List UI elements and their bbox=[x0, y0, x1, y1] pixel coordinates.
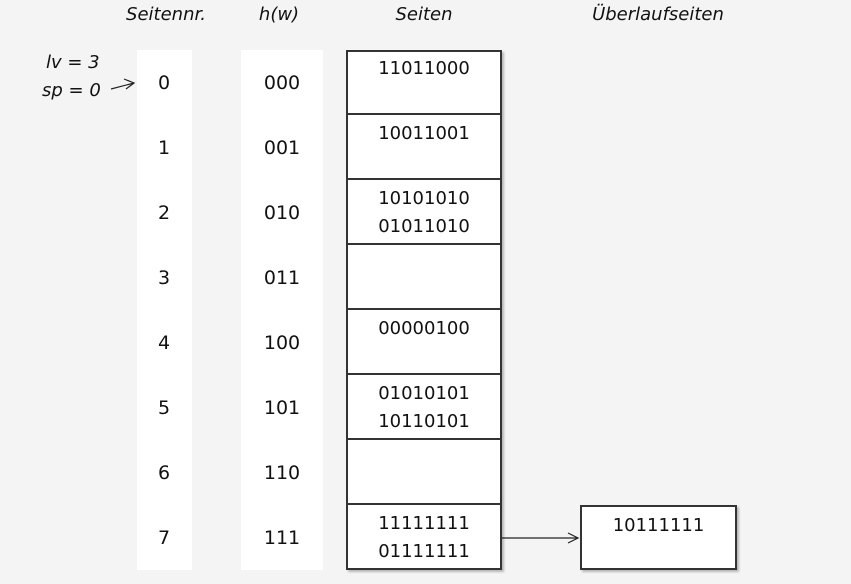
hash-cell: 001 bbox=[263, 136, 301, 159]
page-slot: 00000100 bbox=[348, 310, 500, 375]
level-label: lv = 3 bbox=[46, 52, 100, 73]
header-pages: Seiten bbox=[395, 4, 453, 25]
hash-cell: 100 bbox=[263, 331, 301, 354]
overflow-page: 10111111 bbox=[580, 505, 737, 570]
page-entry: 01011010 bbox=[378, 216, 470, 237]
hash-cell: 111 bbox=[263, 526, 301, 549]
page-slot: 10101010 01011010 bbox=[348, 180, 500, 245]
page-number-cell: 1 bbox=[157, 136, 171, 159]
page-number-cell: 0 bbox=[157, 71, 171, 94]
hash-cell: 011 bbox=[263, 266, 301, 289]
page-entry: 11111111 bbox=[378, 513, 470, 534]
hash-cell: 101 bbox=[263, 396, 301, 419]
page-entry: 10110101 bbox=[378, 411, 470, 432]
page-number-cell: 2 bbox=[157, 201, 171, 224]
page-number-cell: 4 bbox=[157, 331, 171, 354]
page-slot: 10011001 bbox=[348, 115, 500, 180]
hash-cell: 000 bbox=[263, 71, 301, 94]
header-hash: h(w) bbox=[258, 4, 300, 25]
page-slot bbox=[348, 245, 500, 310]
primary-pages: 11011000 10011001 10101010 01011010 00000100… bbox=[346, 50, 502, 570]
page-number-cell: 7 bbox=[157, 526, 171, 549]
page-entry: 00000100 bbox=[378, 318, 470, 339]
page-entry: 10011001 bbox=[378, 123, 470, 144]
hash-cell: 110 bbox=[263, 461, 301, 484]
split-pointer-label: sp = 0 bbox=[42, 80, 101, 101]
page-entry: 01010101 bbox=[378, 383, 470, 404]
split-pointer-arrow-icon bbox=[110, 78, 136, 90]
page-slot bbox=[348, 440, 500, 505]
header-overflow-pages: Überlaufseiten bbox=[592, 4, 724, 25]
overflow-entry: 10111111 bbox=[612, 515, 705, 536]
page-number-cell: 3 bbox=[157, 266, 171, 289]
header-page-number: Seitennr. bbox=[126, 4, 206, 25]
overflow-chain-arrow-icon bbox=[502, 532, 580, 544]
page-number-column bbox=[137, 50, 192, 570]
page-number-cell: 6 bbox=[157, 461, 171, 484]
page-slot: 11011000 bbox=[348, 50, 500, 115]
page-slot: 01010101 10110101 bbox=[348, 375, 500, 440]
hash-cell: 010 bbox=[263, 201, 301, 224]
page-number-cell: 5 bbox=[157, 396, 171, 419]
page-entry: 11011000 bbox=[378, 58, 470, 79]
page-entry: 01111111 bbox=[378, 541, 470, 562]
page-slot: 11111111 01111111 bbox=[348, 505, 500, 570]
page-entry: 10101010 bbox=[378, 188, 470, 209]
hash-column bbox=[241, 50, 323, 570]
